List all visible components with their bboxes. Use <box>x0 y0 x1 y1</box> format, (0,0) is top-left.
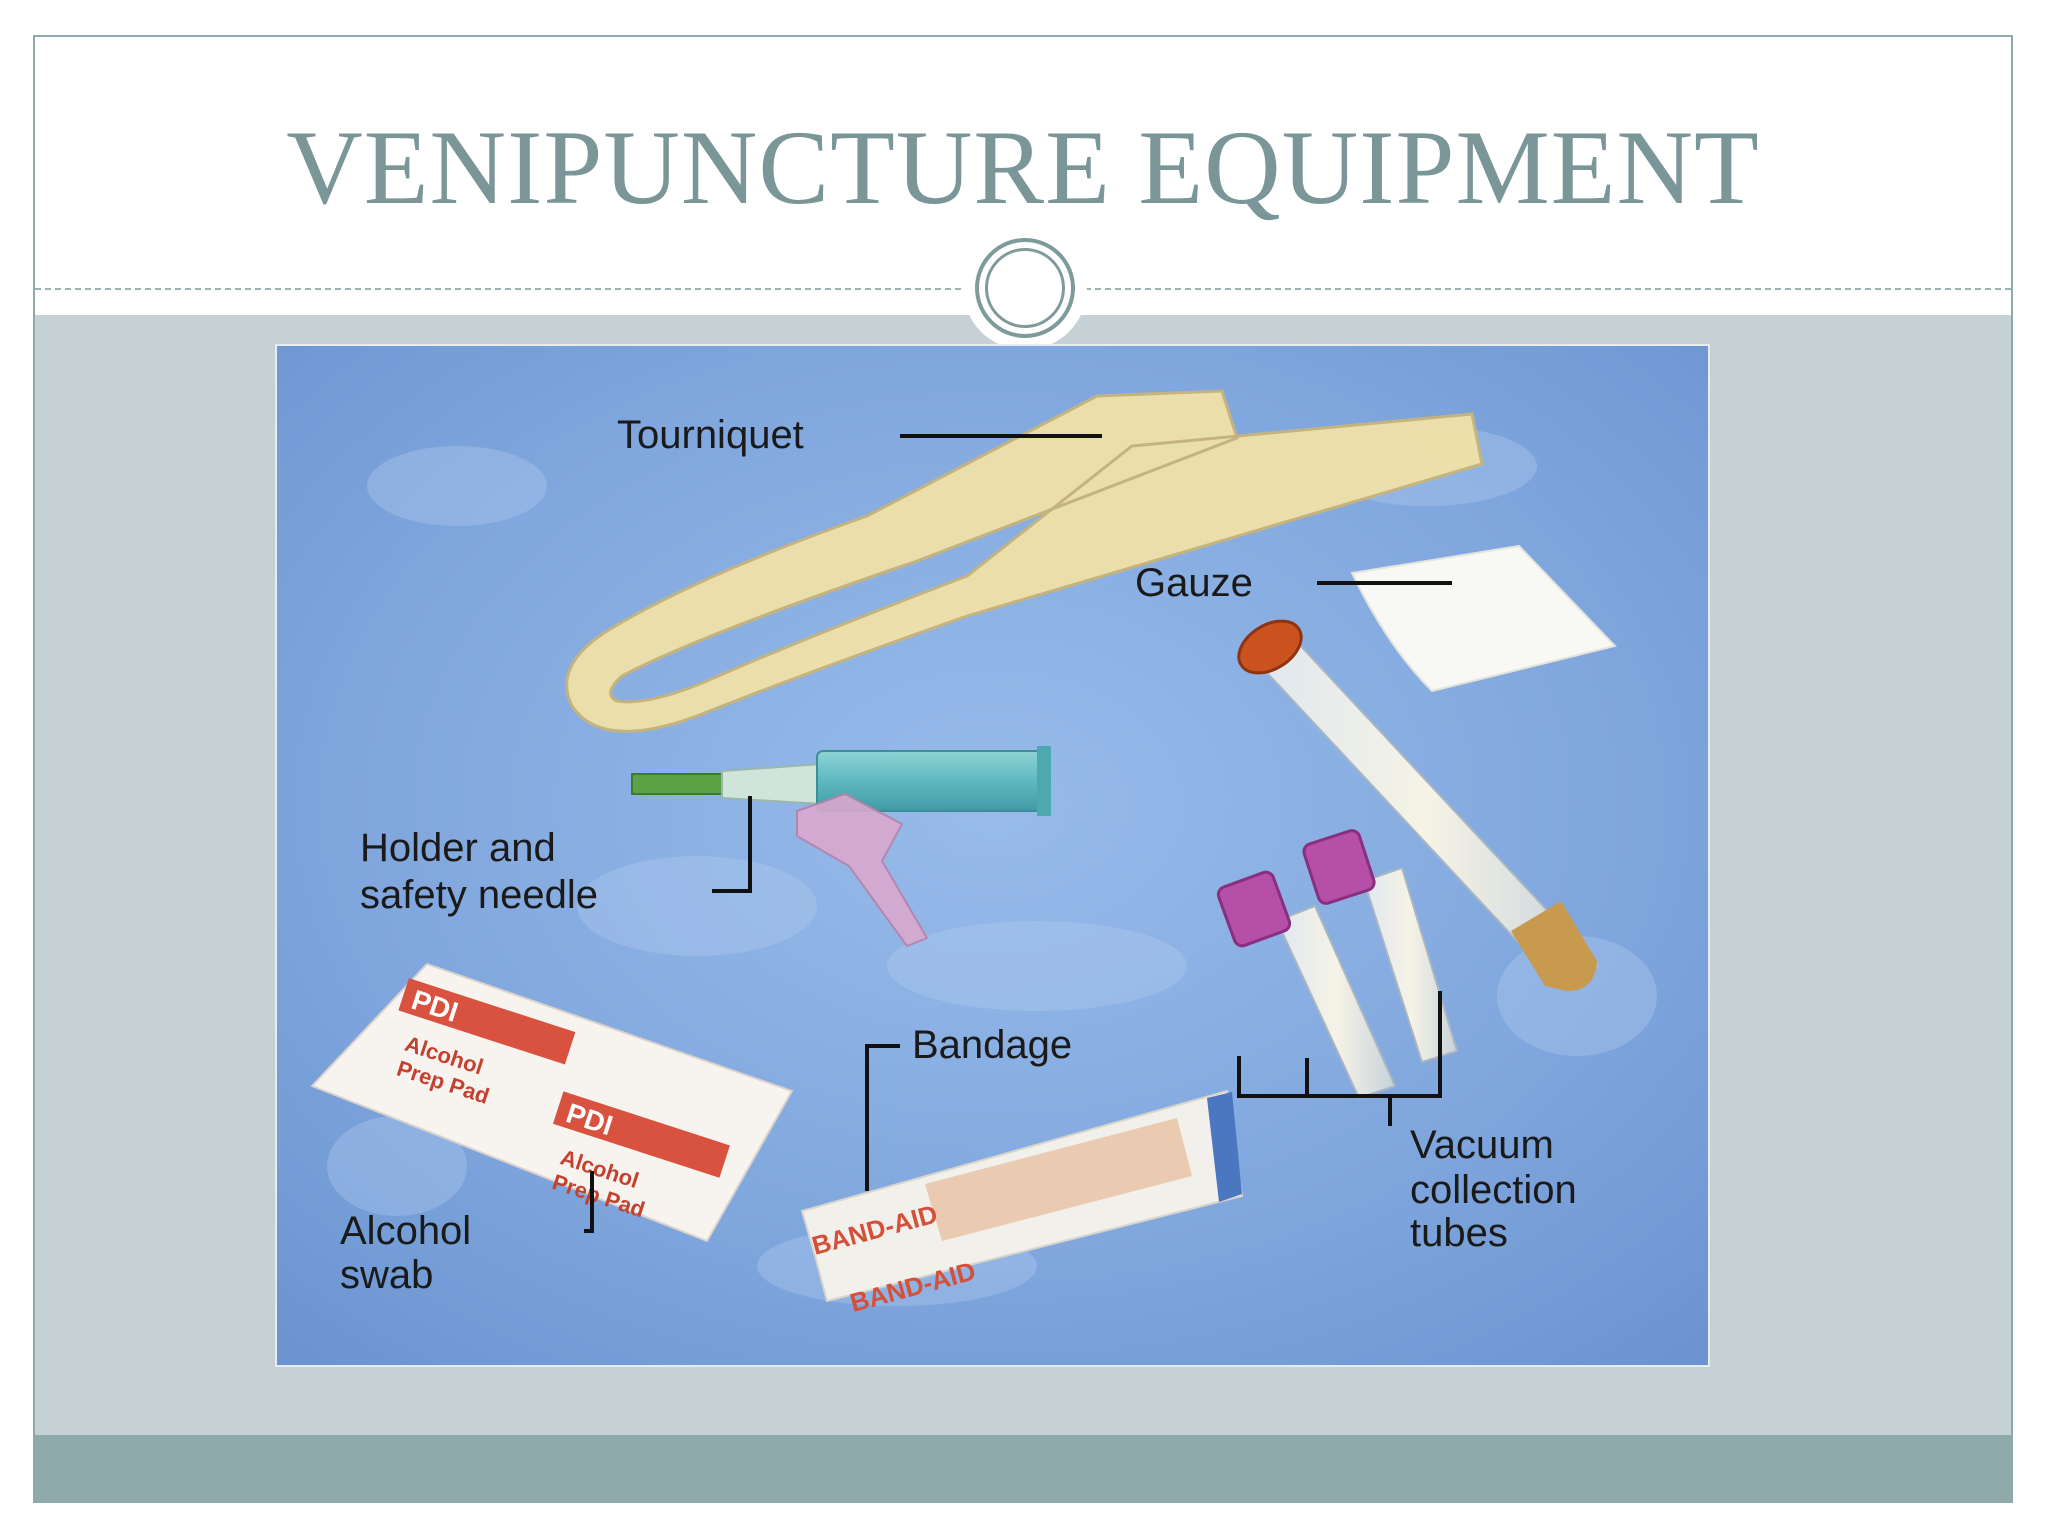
equipment-photo: PDI Alcohol Prep Pad PDI Alcohol Prep Pa… <box>275 344 1710 1367</box>
label-vacuum-line3: tubes <box>1410 1211 1508 1255</box>
tourniquet <box>565 389 1484 733</box>
label-leader-lines <box>584 434 1452 1233</box>
circle-ornament-inner-ring <box>985 248 1065 328</box>
lavender-top-collection-tube-2 <box>1302 829 1459 1064</box>
lavender-top-collection-tube-1 <box>1216 870 1397 1100</box>
label-tourniquet: Tourniquet <box>617 413 804 457</box>
alcohol-prep-pads: PDI Alcohol Prep Pad PDI Alcohol Prep Pa… <box>310 962 794 1243</box>
label-alcohol-line2: swab <box>340 1253 433 1297</box>
slide-title: VENIPUNCTURE EQUIPMENT <box>286 109 1760 226</box>
label-gauze: Gauze <box>1135 561 1253 605</box>
footer-bar <box>35 1435 2011 1501</box>
label-holder-line1: Holder and <box>360 826 556 870</box>
holder-and-safety-needle <box>631 746 1051 948</box>
label-holder-line2: safety needle <box>360 873 598 917</box>
label-alcohol-line1: Alcohol <box>340 1209 471 1253</box>
label-vacuum-line1: Vacuum <box>1410 1123 1554 1167</box>
label-bandage: Bandage <box>912 1023 1072 1067</box>
label-vacuum-line2: collection <box>1410 1168 1577 1212</box>
bandage: BAND-AID BAND-AID <box>800 1089 1244 1318</box>
red-top-collection-tube <box>1237 619 1601 991</box>
slide: VENIPUNCTURE EQUIPMENT <box>33 35 2013 1503</box>
